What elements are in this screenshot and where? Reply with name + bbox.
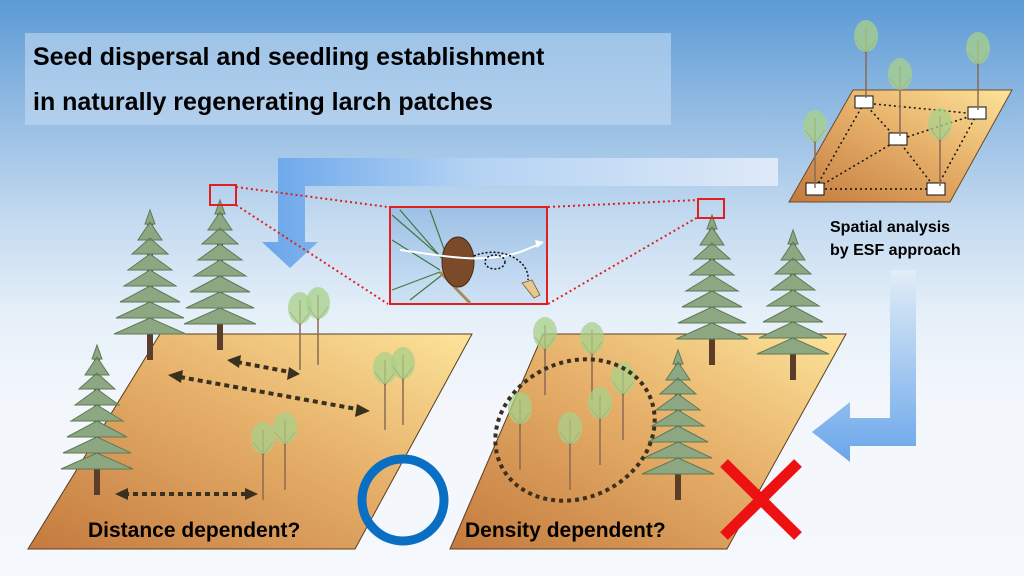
distance-arrow (236, 360, 296, 375)
esf-caption-line-1: Spatial analysis (830, 219, 951, 236)
seed-icon (521, 279, 541, 299)
flow-arrow-top (262, 158, 778, 268)
esf-patch (788, 19, 1013, 203)
esf-grid-cell (888, 132, 908, 146)
esf-grid-cell (926, 182, 946, 196)
distance-arrows (124, 360, 363, 496)
esf-caption: Spatial analysis by ESF approach (830, 216, 961, 262)
distance-dependent-label: Distance dependent? (88, 519, 301, 542)
density-cluster-outline (493, 357, 657, 503)
zoom-callout (209, 184, 725, 305)
title-line-2: in naturally regenerating larch patches (33, 88, 493, 116)
title-line-1: Seed dispersal and seedling establishmen… (33, 43, 545, 71)
density-dependent-label: Density dependent? (465, 519, 666, 542)
esf-grid-cell (967, 106, 987, 120)
flow-arrow-right (812, 270, 916, 462)
cone-inset (389, 206, 548, 305)
esf-grid-cell (854, 95, 874, 109)
pine-cone-icon (441, 236, 475, 288)
title-banner: Seed dispersal and seedling establishmen… (25, 33, 671, 125)
esf-caption-line-2: by ESF approach (830, 242, 961, 259)
distance-arrow (179, 375, 363, 412)
mother-tree (183, 199, 257, 351)
verdict-cross-icon (720, 459, 802, 540)
verdict-circle-icon (357, 454, 449, 546)
